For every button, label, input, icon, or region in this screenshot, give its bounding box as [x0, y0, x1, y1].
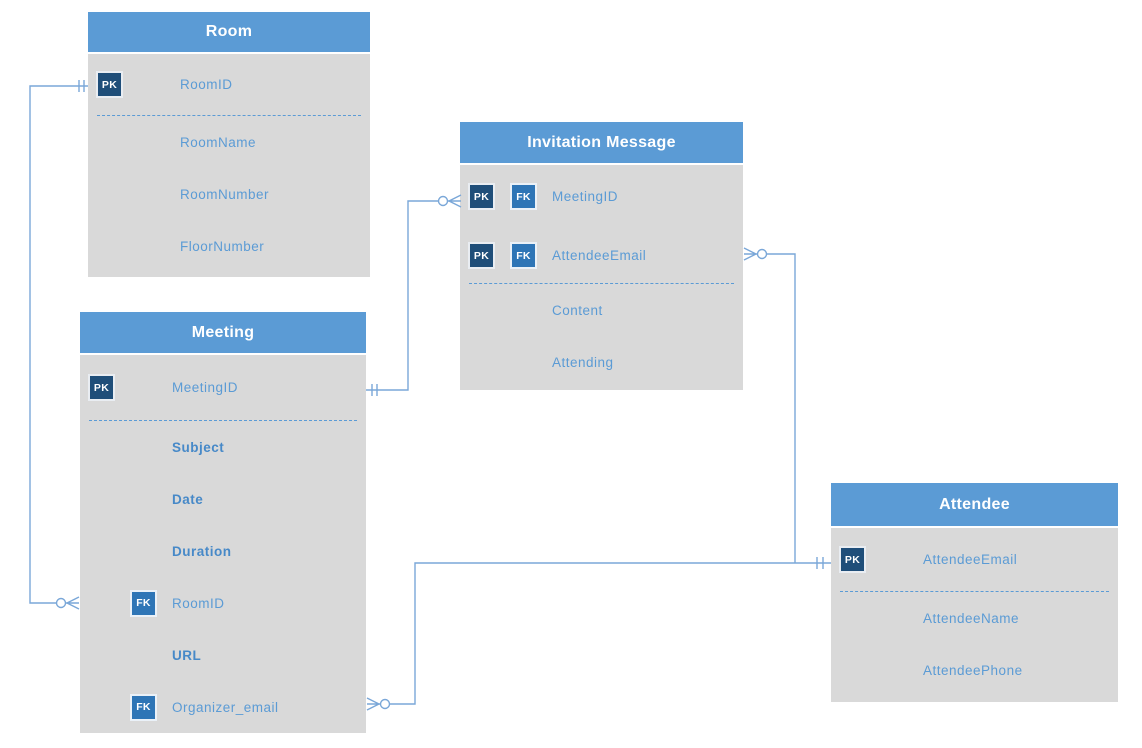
field-row: PK MeetingID [80, 355, 366, 420]
field-row: Attending [460, 336, 743, 388]
field-label: Content [552, 302, 603, 318]
fk-badge: FK [510, 242, 537, 269]
entity-attendee-title: Attendee [939, 495, 1010, 513]
field-row: Subject [80, 421, 366, 473]
field-row: RoomName [88, 116, 370, 168]
crowsfoot-icon [366, 697, 380, 711]
field-row: FloorNumber [88, 220, 370, 272]
crowsfoot-icon [743, 247, 757, 261]
key-divider [97, 115, 361, 116]
field-row: AttendeePhone [831, 644, 1118, 696]
entity-invitation-message-body: PK FK MeetingID PK FK AttendeeEmail Cont… [460, 165, 743, 390]
pk-badge: PK [88, 374, 115, 401]
connector-meeting-attendee[interactable] [366, 557, 831, 711]
field-label: Duration [172, 543, 232, 559]
field-label: RoomID [180, 77, 233, 92]
field-row: URL [80, 629, 366, 681]
one-tick-icon [816, 557, 824, 569]
pk-badge: PK [839, 546, 866, 573]
crowsfoot-icon [448, 194, 462, 208]
key-divider [89, 420, 357, 421]
field-label: MeetingID [172, 380, 239, 395]
field-label: AttendeeEmail [923, 552, 1018, 567]
field-label: URL [172, 647, 202, 663]
field-row: PK FK AttendeeEmail [460, 228, 743, 283]
field-row: Date [80, 473, 366, 525]
field-label: Attending [552, 354, 614, 370]
field-row: Duration [80, 525, 366, 577]
entity-invitation-message[interactable]: Invitation Message PK FK MeetingID PK FK… [460, 122, 743, 390]
pk-badge: PK [468, 183, 495, 210]
field-label: Organizer_email [172, 699, 279, 715]
field-label: RoomID [172, 595, 225, 611]
entity-meeting-title: Meeting [191, 323, 255, 341]
pk-badge: PK [468, 242, 495, 269]
field-label: AttendeeName [923, 610, 1020, 626]
entity-meeting-header: Meeting [80, 312, 366, 355]
field-row: PK FK MeetingID [460, 165, 743, 228]
connector-invitation-attendee[interactable] [743, 247, 796, 563]
field-label: AttendeeEmail [552, 248, 647, 263]
field-label: Subject [172, 439, 225, 455]
field-label: AttendeePhone [923, 662, 1023, 678]
entity-invitation-message-header: Invitation Message [460, 122, 743, 165]
entity-room[interactable]: Room PK RoomID RoomName RoomNumber Floor… [88, 12, 370, 277]
one-tick-icon [371, 384, 378, 396]
entity-attendee-body: PK AttendeeEmail AttendeeName AttendeePh… [831, 528, 1118, 702]
fk-badge: FK [130, 589, 157, 617]
pk-badge: PK [96, 71, 123, 98]
entity-invitation-message-title: Invitation Message [527, 133, 676, 151]
fk-badge: FK [130, 693, 157, 721]
field-row: RoomNumber [88, 168, 370, 220]
entity-room-header: Room [88, 12, 370, 54]
entity-room-title: Room [205, 23, 253, 40]
one-tick-icon [78, 80, 85, 92]
entity-attendee-header: Attendee [831, 483, 1118, 528]
entity-room-body: PK RoomID RoomName RoomNumber FloorNumbe… [88, 54, 370, 277]
field-label: MeetingID [552, 189, 619, 204]
field-row: FK Organizer_email [80, 681, 366, 733]
field-row: Content [460, 284, 743, 336]
field-row: FK RoomID [80, 577, 366, 629]
key-divider [840, 591, 1109, 592]
field-row: AttendeeName [831, 592, 1118, 644]
entity-meeting-body: PK MeetingID Subject Date Duration FK Ro… [80, 355, 366, 733]
field-label: RoomName [180, 134, 257, 150]
fk-badge: FK [510, 183, 537, 210]
field-row: PK RoomID [88, 54, 370, 115]
field-label: Date [172, 491, 204, 507]
field-row: PK AttendeeEmail [831, 528, 1118, 591]
entity-attendee[interactable]: Attendee PK AttendeeEmail AttendeeName A… [831, 483, 1118, 702]
connector-meeting-invitation[interactable] [366, 194, 462, 396]
key-divider [469, 283, 734, 284]
field-label: RoomNumber [180, 186, 270, 202]
crowsfoot-icon [66, 596, 80, 610]
field-label: FloorNumber [180, 238, 265, 254]
entity-meeting[interactable]: Meeting PK MeetingID Subject Date Durati… [80, 312, 366, 733]
